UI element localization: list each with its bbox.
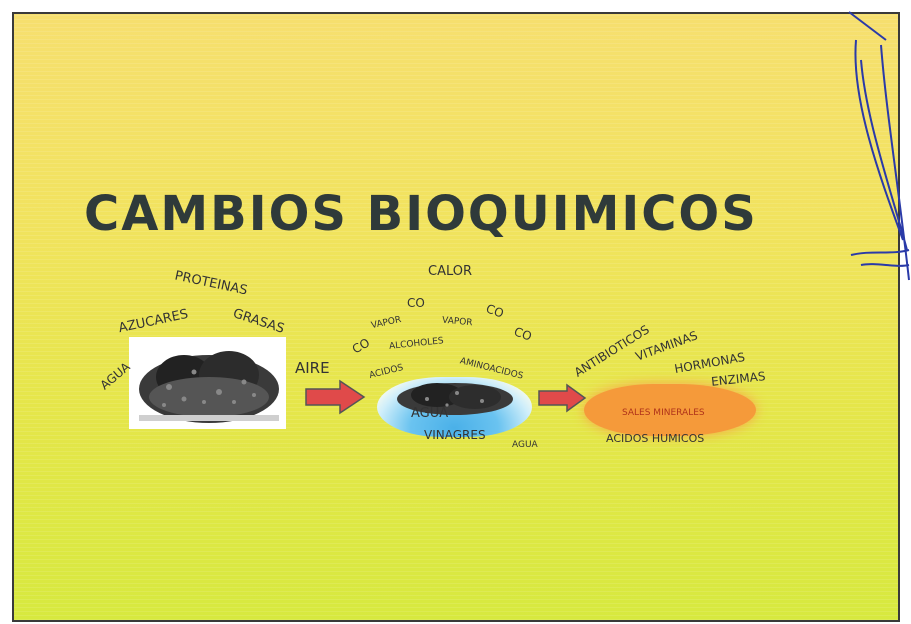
label-agua-bottom: AGUA — [512, 440, 538, 450]
label-acidos-humicos: ACIDOS HUMICOS — [606, 432, 704, 445]
label-calor: CALOR — [428, 264, 472, 279]
pen-scribble — [841, 0, 911, 300]
arrow-right-icon — [304, 379, 366, 415]
label-vinagres: VINAGRES — [424, 428, 486, 442]
organic-matter-pile-image — [129, 337, 286, 429]
label-agua-middle: AGUA — [411, 406, 448, 421]
label-sales-minerales: SALES MINERALES — [622, 408, 705, 418]
slide: CAMBIOS BIOQUIMICOS — [12, 12, 900, 622]
label-co-1: CO — [407, 296, 425, 310]
label-aire: AIRE — [295, 359, 330, 377]
slide-title: CAMBIOS BIOQUIMICOS — [84, 186, 758, 242]
arrow-right-icon — [537, 383, 587, 413]
